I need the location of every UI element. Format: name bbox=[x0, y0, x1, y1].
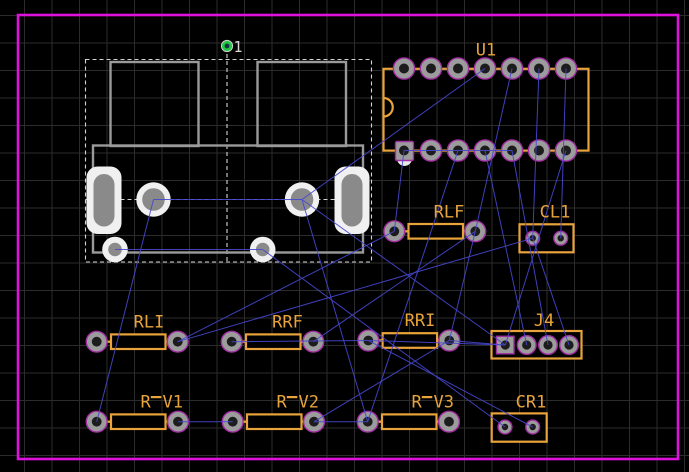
ratsnest-line bbox=[301, 199, 369, 422]
board-outline[interactable] bbox=[16, 13, 680, 461]
ratsnest bbox=[96, 68, 570, 428]
rv3-ref-prefix: R bbox=[412, 393, 423, 413]
jack-origin-marker[interactable]: 1 bbox=[220, 38, 243, 56]
ratsnest-line bbox=[301, 68, 486, 200]
jack-pad-right-oval-hole bbox=[341, 174, 363, 227]
rv2-ref-label[interactable]: R V2 bbox=[277, 393, 319, 413]
jack-pin1-label: 1 bbox=[234, 38, 243, 56]
rv1-ref-suffix: V1 bbox=[163, 393, 183, 413]
cr1-ref-label[interactable]: CR1 bbox=[516, 393, 547, 413]
ratsnest-line bbox=[313, 230, 476, 343]
rv2-body bbox=[245, 413, 303, 431]
ratsnest-line bbox=[313, 340, 450, 423]
footprint-rv1[interactable] bbox=[85, 410, 190, 433]
jack-courtyard bbox=[84, 58, 373, 263]
ratsnest-line bbox=[504, 150, 567, 346]
origin-dot-center bbox=[224, 43, 230, 49]
ratsnest-line bbox=[177, 230, 395, 343]
rv1-ref-prefix: R bbox=[141, 393, 152, 413]
ratsnest-line bbox=[474, 68, 513, 232]
ratsnest-line bbox=[484, 150, 528, 346]
rli-body bbox=[109, 333, 167, 351]
footprint-rv2[interactable] bbox=[221, 410, 326, 433]
rri-ref-label[interactable]: RRI bbox=[405, 311, 436, 331]
ratsnest-line bbox=[301, 199, 506, 346]
rri-body bbox=[381, 332, 439, 349]
ratsnest-line bbox=[449, 340, 506, 346]
u1-notch bbox=[383, 96, 394, 118]
ratsnest-line bbox=[393, 150, 405, 232]
rv3-ref-label[interactable]: R V3 bbox=[412, 393, 454, 413]
ratsnest-line bbox=[96, 199, 154, 422]
footprint-cr1[interactable] bbox=[490, 412, 548, 443]
rlf-body bbox=[407, 222, 465, 240]
rv1-ref-bar bbox=[150, 396, 162, 399]
footprint-j4[interactable] bbox=[490, 329, 583, 360]
rv1-ref-label[interactable]: R V1 bbox=[141, 393, 183, 413]
ratsnest-line bbox=[511, 150, 549, 346]
ratsnest-line bbox=[231, 340, 369, 343]
rli-ref-label[interactable]: RLI bbox=[134, 313, 165, 333]
j4-ref-label[interactable]: J4 bbox=[534, 311, 554, 331]
ratsnest-line bbox=[368, 340, 506, 346]
cl1-ref-label[interactable]: CL1 bbox=[540, 203, 571, 223]
jack-pad-left-oval-hole bbox=[93, 174, 115, 227]
ratsnest-line bbox=[262, 249, 506, 428]
rv2-ref-suffix: V2 bbox=[299, 393, 319, 413]
u1-ref-label[interactable]: U1 bbox=[476, 41, 496, 61]
ratsnest-line bbox=[532, 68, 540, 239]
footprint-rlf[interactable] bbox=[383, 220, 487, 243]
rv3-ref-bar bbox=[421, 396, 433, 399]
rv2-ref-prefix: R bbox=[277, 393, 288, 413]
ratsnest-line bbox=[448, 231, 476, 341]
rlf-ref-label[interactable]: RLF bbox=[434, 203, 465, 223]
footprint-rli[interactable] bbox=[85, 330, 189, 353]
rv2-ref-bar bbox=[286, 396, 298, 399]
rrf-ref-label[interactable]: RRF bbox=[272, 313, 303, 333]
ratsnest-line bbox=[368, 340, 533, 428]
footprint-cl1[interactable] bbox=[518, 223, 575, 254]
ratsnest-line bbox=[532, 238, 570, 346]
rv3-body bbox=[380, 413, 438, 431]
ratsnest-line bbox=[367, 150, 459, 422]
rv3-ref-suffix: V3 bbox=[434, 393, 454, 413]
ratsnest-line bbox=[177, 237, 533, 343]
footprint-rv3[interactable] bbox=[356, 410, 461, 433]
ratsnest-line bbox=[560, 68, 567, 239]
rv1-body bbox=[109, 413, 167, 431]
